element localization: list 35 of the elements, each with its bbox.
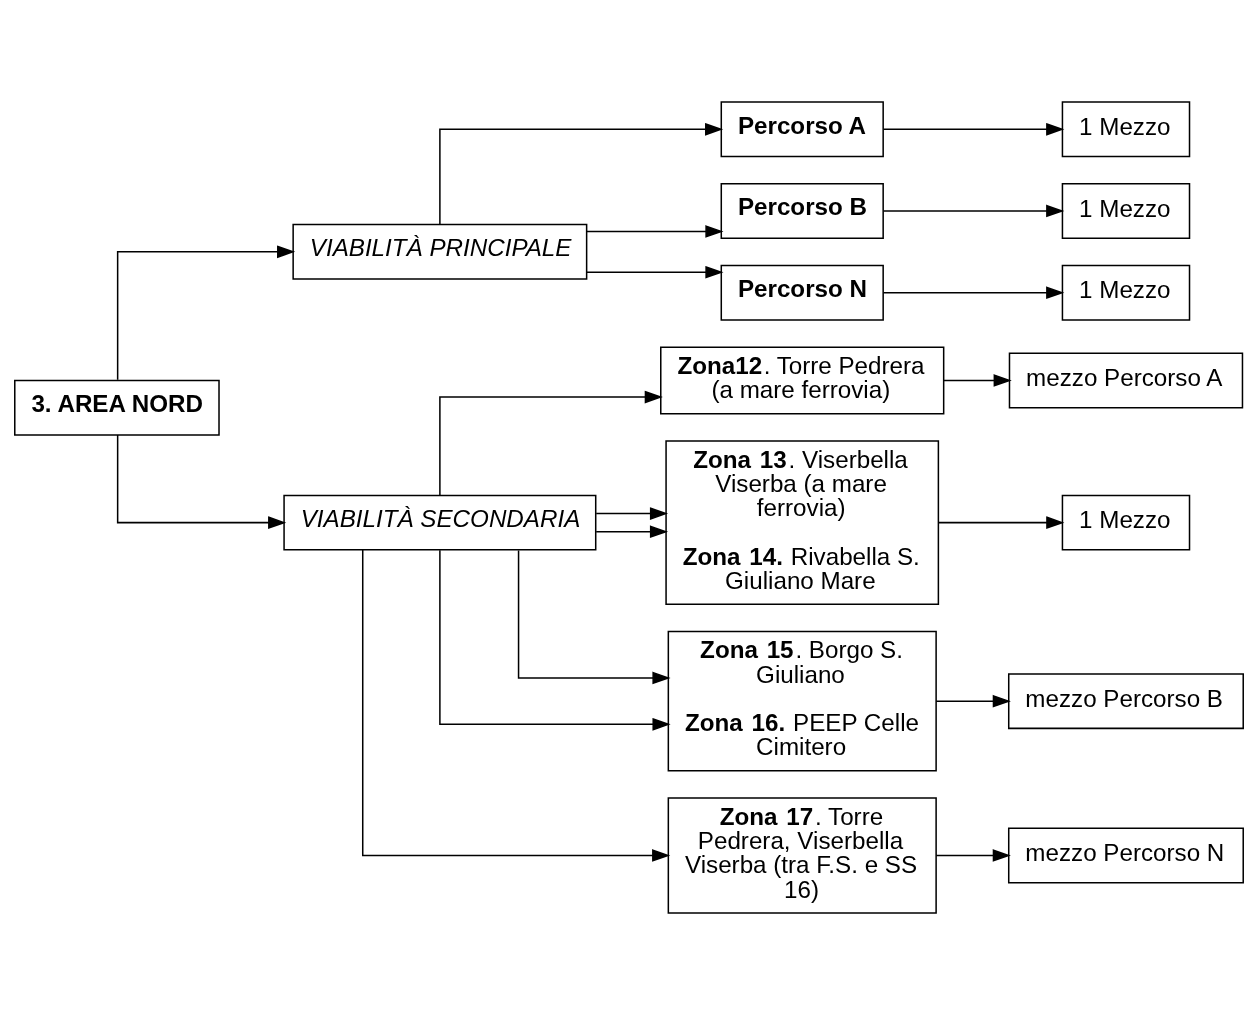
node-box: Zona 17. Torre Pedrera, Viserbella Viserba (tra F.S. e SS 16) [667,796,937,914]
arrow [586,265,724,279]
node-box: VIABILITÀ PRINCIPALE [292,223,588,280]
node-box: Zona 15. Borgo S. Giuliano Zona 16. PEEP Celle Cimitero [667,630,937,771]
arrow [882,122,1065,136]
arrow [439,122,724,225]
arrow [362,548,671,862]
arrow [116,244,296,381]
arrow [882,285,1065,299]
arrow [439,549,671,731]
node-box: mezzo Percorso B [1007,672,1244,729]
arrow [517,549,671,684]
node-box: mezzo Percorso A [1008,351,1244,408]
node-box: 1 Mezzo [1061,100,1191,157]
arrow [116,433,287,529]
arrow [935,848,1011,862]
arrow [935,694,1011,707]
node-box: Percorso A [720,100,884,157]
node-box: Percorso N [720,264,884,321]
node-box: 3. AREA NORD [14,379,220,436]
arrow [439,390,663,496]
node-box: 1 Mezzo [1061,264,1191,321]
node-box: 1 Mezzo [1061,494,1191,551]
arrow [943,373,1012,387]
arrow [595,506,669,520]
arrow [882,204,1065,217]
node-box: 1 Mezzo [1061,182,1191,239]
node-box: mezzo Percorso N [1007,826,1244,883]
arrow [595,524,669,538]
arrow [586,224,724,238]
node-box: Percorso B [720,182,884,239]
node-box: Zona12. Torre Pedrera (a mare ferrovia) [660,345,945,414]
arrow [937,515,1065,529]
node-box: VIABILITÀ SECONDARIA [283,494,597,551]
node-box: Zona 13. Viserbella Viserba (a mare ferrovia) Zona 14. Rivabella S. Giuliano Mare [665,439,940,605]
